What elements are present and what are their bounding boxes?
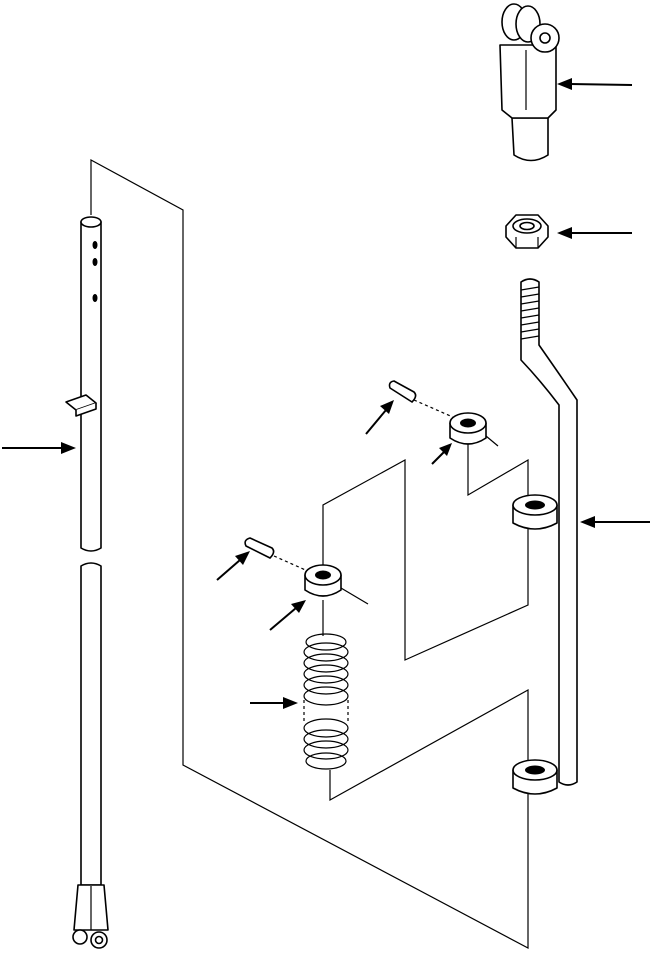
roll-pin-upper	[388, 380, 456, 419]
tube-assembly	[65, 216, 109, 949]
arrow-roll-pin-upper	[365, 400, 394, 435]
arrow-control-rod	[580, 516, 650, 528]
jam-nut	[505, 214, 549, 249]
assembly-lines	[90, 158, 529, 949]
callout-arrows	[2, 78, 650, 709]
spring	[303, 633, 349, 770]
arrow-clevis-upper	[557, 78, 633, 90]
collar-upper	[449, 412, 499, 447]
clevis-upper	[499, 3, 560, 162]
roll-pin-lower	[244, 537, 311, 573]
arrow-tube-assembly	[2, 442, 76, 454]
arrow-collar-upper	[431, 443, 452, 465]
bushing-upper	[512, 494, 558, 530]
collar-lower	[304, 564, 369, 636]
arrow-collar-lower	[269, 600, 306, 631]
bushing-lower	[512, 759, 558, 795]
arrow-jam-nut	[557, 227, 632, 239]
control-rod	[520, 278, 578, 786]
arrow-spring	[250, 697, 298, 709]
arrow-roll-pin-lower	[216, 551, 250, 581]
